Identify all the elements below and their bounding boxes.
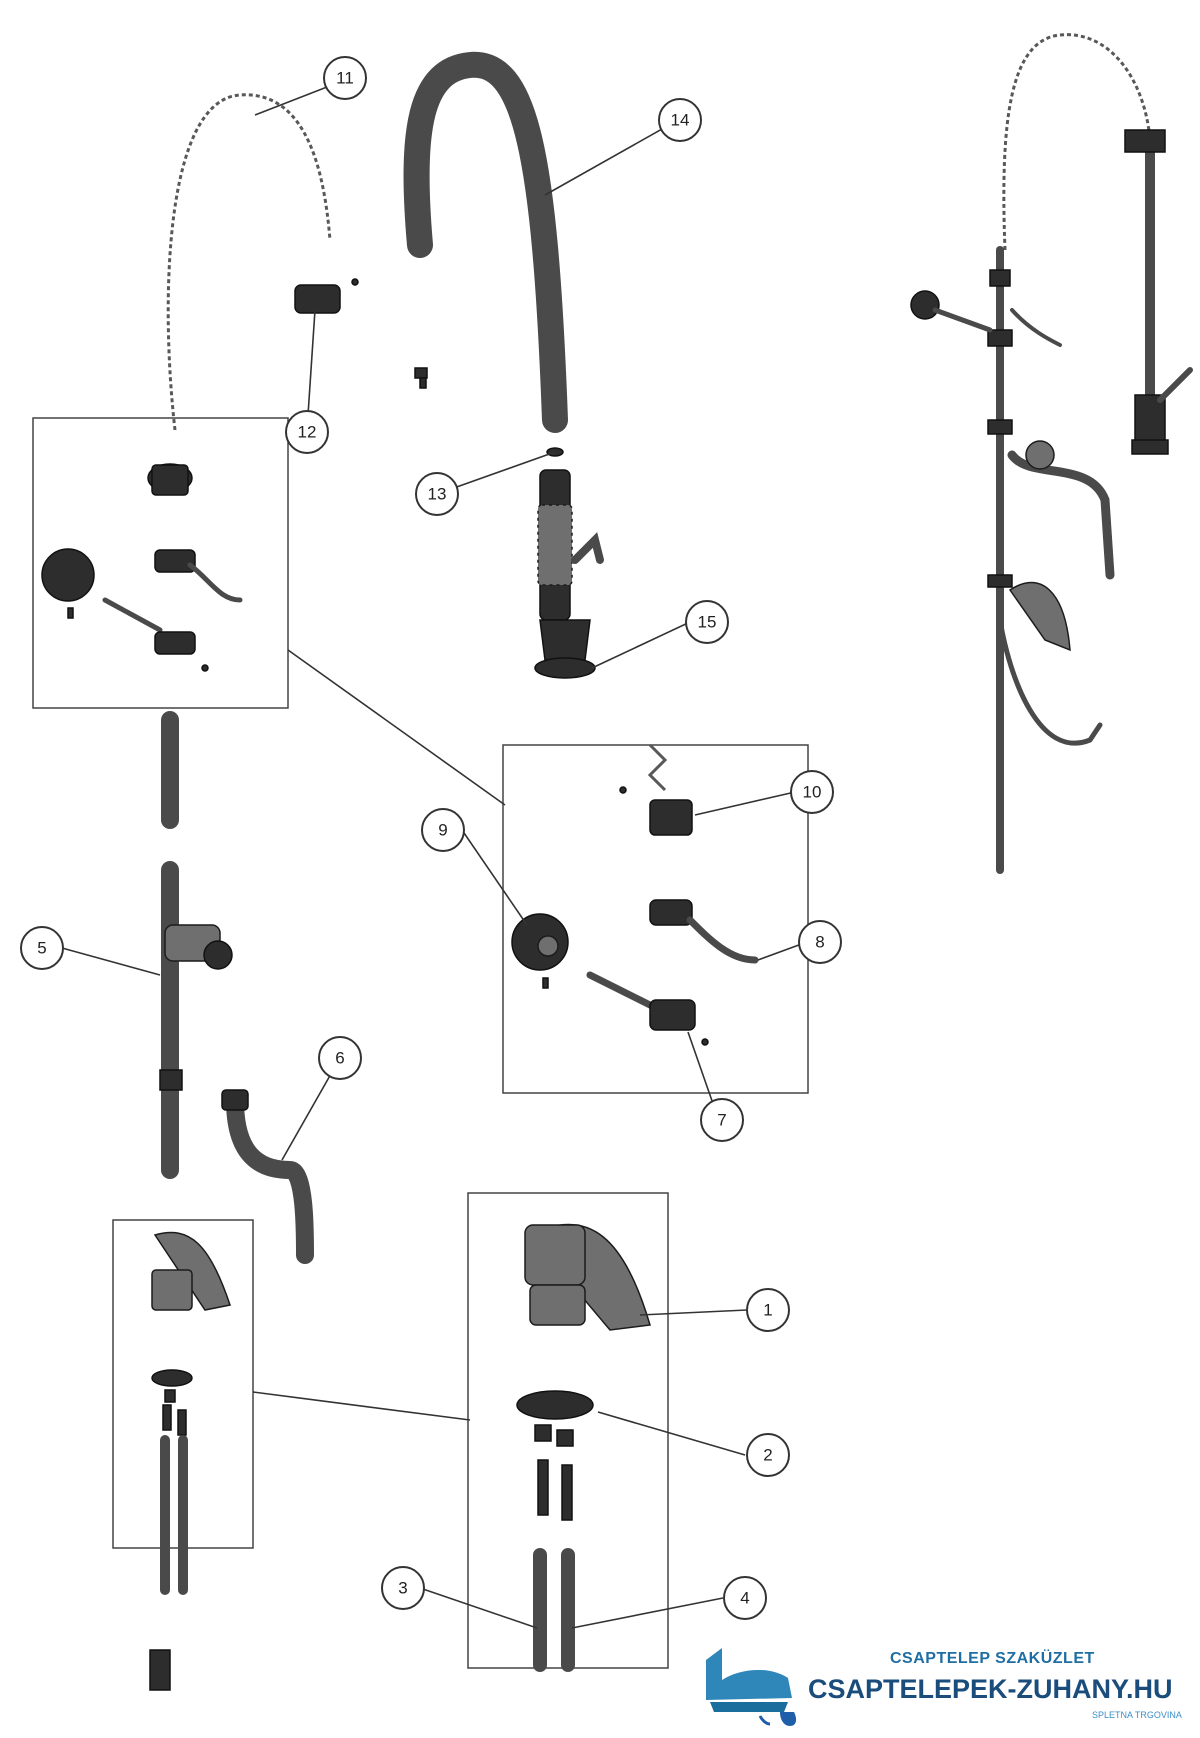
svg-text:12: 12 [298, 423, 317, 442]
assembled-faucet [910, 33, 1193, 874]
svg-text:6: 6 [335, 1049, 344, 1068]
callout-8: 8 [798, 920, 842, 964]
part-15-spray-head [534, 469, 604, 679]
callout-2: 2 [746, 1433, 790, 1477]
svg-text:14: 14 [671, 111, 690, 130]
callout-10: 10 [790, 770, 834, 814]
svg-text:1: 1 [763, 1301, 772, 1320]
callout-9: 9 [421, 808, 465, 852]
svg-text:4: 4 [740, 1589, 749, 1608]
callout-4: 4 [723, 1576, 767, 1620]
callout-15: 15 [685, 600, 729, 644]
svg-text:9: 9 [438, 821, 447, 840]
detail-box-upper-right [502, 743, 809, 1094]
detail-box-lower-left [112, 1219, 254, 1691]
svg-text:2: 2 [763, 1446, 772, 1465]
part-12-nut [294, 278, 359, 314]
callout-12: 12 [285, 410, 329, 454]
faucet-logo-icon [706, 1648, 797, 1726]
part-5-pipe [159, 711, 233, 1179]
svg-text:3: 3 [398, 1579, 407, 1598]
part-6-spout [221, 1089, 314, 1264]
svg-text:10: 10 [803, 783, 822, 802]
callout-5: 5 [20, 926, 64, 970]
callout-13: 13 [415, 472, 459, 516]
callout-7: 7 [700, 1098, 744, 1142]
svg-text:8: 8 [815, 933, 824, 952]
callout-1: 1 [746, 1288, 790, 1332]
brand-subtitle: CSAPTELEP SZAKÜZLET [890, 1650, 1095, 1667]
svg-text:7: 7 [717, 1111, 726, 1130]
brand-name: CSAPTELEPEK-ZUHANY.HU [808, 1674, 1173, 1704]
callout-11: 11 [323, 56, 367, 100]
callout-14: 14 [658, 98, 702, 142]
part-11-spring [166, 93, 332, 431]
part-14-hose [403, 51, 568, 433]
leader-lines [61, 79, 808, 1629]
callout-6: 6 [318, 1036, 362, 1080]
detail-box-upper-left [32, 417, 289, 709]
svg-text:15: 15 [698, 613, 717, 632]
svg-text:13: 13 [428, 485, 447, 504]
svg-text:11: 11 [336, 69, 354, 88]
callout-3: 3 [381, 1566, 425, 1610]
brand-tagline: SPLETNA TRGOVINA [1092, 1710, 1182, 1720]
svg-text:5: 5 [37, 939, 46, 958]
brand-logo: CSAPTELEP SZAKÜZLET CSAPTELEPEK-ZUHANY.H… [700, 1640, 1190, 1732]
detail-box-lower-right [467, 1192, 669, 1672]
